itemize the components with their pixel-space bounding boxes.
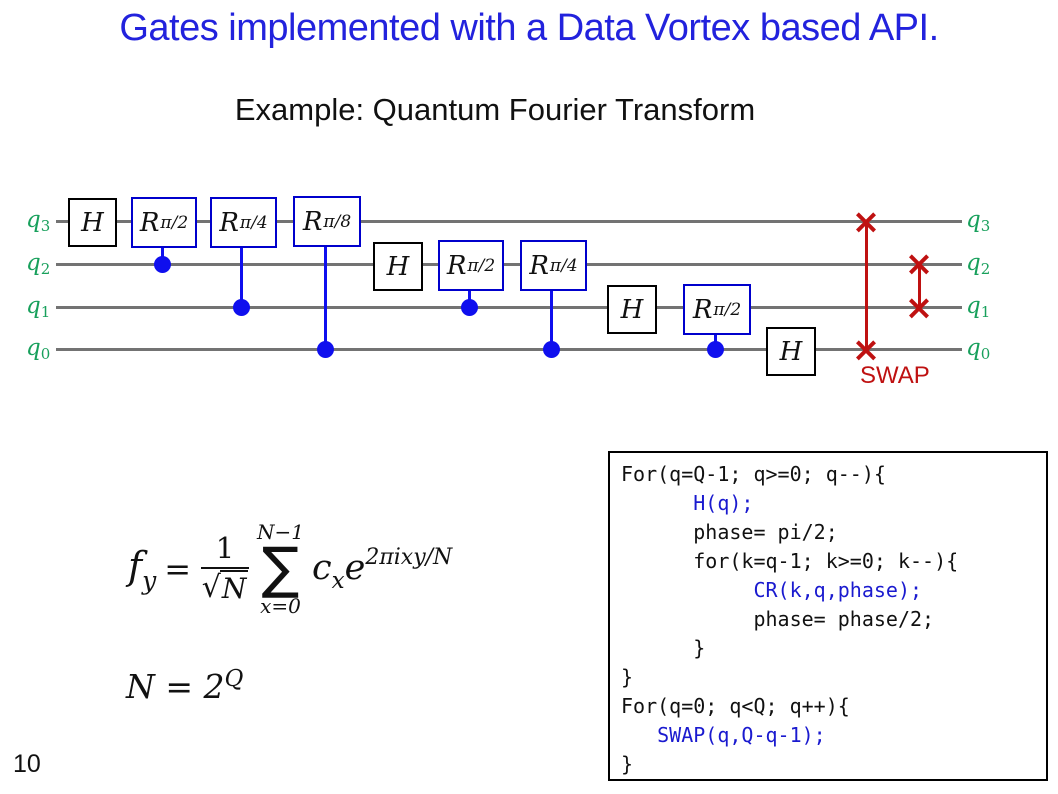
- code-line: phase= pi/2;: [621, 520, 838, 544]
- summation: N−1 ∑ x=0: [257, 522, 304, 615]
- control-stem: [160, 243, 164, 264]
- hadamard-gate-q1: H: [607, 285, 657, 334]
- swap-line-q2-q1: [917, 264, 921, 308]
- swap-label: SWAP: [860, 362, 930, 389]
- qubit-label-right-q3: q3: [966, 207, 991, 235]
- sigma-symbol: ∑: [261, 536, 300, 602]
- qubit-label-left-q2: q2: [26, 250, 51, 278]
- code-line: }: [621, 636, 706, 660]
- qubit-label-right-q0: q0: [966, 335, 991, 363]
- sum-upper-limit: N−1: [257, 520, 304, 545]
- sum-lower-limit: x=0: [260, 593, 301, 618]
- code-panel: For(q=Q-1; q>=0; q--){ H(q); phase= pi/2…: [608, 451, 1048, 781]
- control-dot: [542, 340, 560, 358]
- fraction-one-over-sqrtN: 1 √N: [201, 532, 250, 606]
- formula-lhs: fy: [128, 543, 157, 595]
- qubit-label-left-q0: q0: [26, 335, 51, 363]
- code-line: For(q=0; q<Q; q++){: [621, 694, 850, 718]
- qft-formula: fy = 1 √N N−1 ∑ x=0 cxe2πixy/N: [128, 513, 452, 625]
- control-dot: [316, 340, 334, 358]
- n-equals-formula: N = 2Q: [126, 666, 244, 706]
- qubit-label-right-q2: q2: [966, 250, 991, 278]
- equals-sign: =: [164, 550, 192, 588]
- code-line: }: [621, 752, 634, 776]
- code-line: CR(k,q,phase);: [621, 578, 923, 602]
- control-stem: [549, 286, 553, 349]
- radical-sign: √: [201, 570, 221, 606]
- wire-q2: [56, 263, 962, 266]
- qubit-label-left-q3: q3: [26, 207, 51, 235]
- code-line: for(k=q-1; k>=0; k--){: [621, 549, 959, 573]
- code-line: H(q);: [621, 491, 754, 515]
- swap-line-q3-q0: [864, 222, 868, 350]
- page-number: 10: [13, 750, 41, 778]
- control-stem: [713, 330, 717, 349]
- control-dot: [706, 340, 724, 358]
- hadamard-gate-q3: H: [68, 198, 117, 247]
- control-stem: [323, 242, 327, 349]
- control-stem: [467, 286, 471, 307]
- slide-title: Gates implemented with a Data Vortex bas…: [119, 7, 939, 49]
- code-line: SWAP(q,Q-q-1);: [621, 723, 826, 747]
- code-line: phase= phase/2;: [621, 607, 935, 631]
- control-dot: [232, 298, 250, 316]
- qubit-label-left-q1: q1: [26, 293, 51, 321]
- wire-q3: [56, 220, 962, 223]
- code-line: }: [621, 665, 634, 689]
- slide-subtitle: Example: Quantum Fourier Transform: [234, 92, 756, 127]
- hadamard-gate-q2: H: [373, 242, 423, 291]
- control-dot: [460, 298, 478, 316]
- control-stem: [239, 243, 243, 307]
- wire-q1: [56, 306, 962, 309]
- hadamard-gate-q0: H: [766, 327, 816, 376]
- exponent: 2πixy/N: [365, 544, 453, 570]
- wire-q0: [56, 348, 962, 351]
- coefficient-term: cxe2πixy/N: [312, 544, 453, 594]
- control-dot: [153, 255, 171, 273]
- qubit-label-right-q1: q1: [966, 293, 991, 321]
- fraction-bar: [201, 566, 250, 570]
- code-line: For(q=Q-1; q>=0; q--){: [621, 462, 886, 486]
